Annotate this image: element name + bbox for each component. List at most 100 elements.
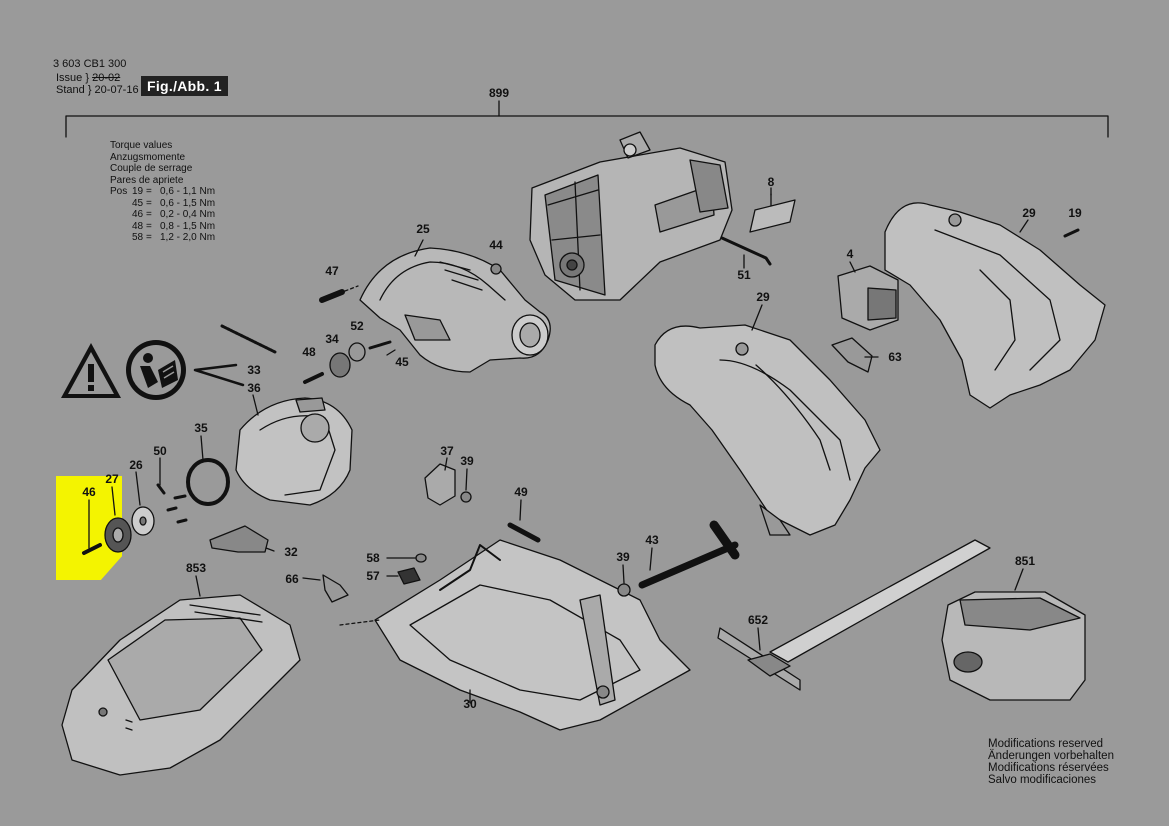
part-29-right-drawing (884, 202, 1106, 409)
torque-value: 0,6 - 1,1 Nm (160, 186, 216, 197)
part-58-drawing (415, 553, 427, 563)
torque-pos: 48 (132, 220, 144, 232)
callout-19: 19 (1068, 206, 1082, 220)
callout-30: 30 (463, 697, 477, 711)
torque-row: 58 = 1,2 - 2,0 Nm (132, 232, 216, 243)
part-57-drawing (397, 567, 421, 585)
callout-37: 37 (440, 444, 454, 458)
part-652-drawing (717, 539, 991, 691)
part-66-drawing (322, 574, 349, 603)
callout-66: 66 (285, 572, 299, 586)
callout-48: 48 (302, 345, 316, 359)
callout-52: 52 (350, 319, 364, 333)
part-50-drawing (156, 483, 166, 495)
callout-45: 45 (395, 355, 409, 369)
callout-8: 8 (767, 175, 775, 189)
part-851-battery-drawing (941, 591, 1086, 701)
part-39b-drawing (617, 583, 631, 597)
callout-44: 44 (489, 238, 503, 252)
torque-title-es: Pares de apriete (110, 174, 184, 186)
torque-pos: 19 (132, 186, 144, 197)
callout-32: 32 (284, 545, 298, 559)
part-8-drawing (749, 199, 796, 233)
torque-row: Pos 19 = 0,6 - 1,1 Nm (110, 186, 216, 197)
issue-value: 20-02 (92, 72, 121, 84)
callout-4: 4 (846, 247, 854, 261)
part-25-drawing (359, 247, 551, 373)
callout-46: 46 (82, 485, 96, 499)
callout-25: 25 (416, 222, 430, 236)
callout-29-right: 29 (1022, 206, 1036, 220)
part-43-drawing (638, 541, 739, 589)
callout-899: 899 (488, 86, 510, 100)
modifications-en: Modifications reserved (988, 738, 1104, 750)
modifications-notice: Modifications reserved Änderungen vorbeh… (988, 738, 1114, 786)
warning-triangle-icon (61, 343, 121, 398)
part-34-drawing (329, 352, 351, 378)
stand-line: Stand } 20-07-16 (56, 84, 139, 96)
read-manual-icon (126, 340, 186, 400)
part-63-drawing (831, 337, 873, 373)
callout-26: 26 (129, 458, 143, 472)
issue-line: Issue } 20-02 (56, 72, 121, 84)
assembly-bracket (65, 115, 1109, 138)
part-number: 3 603 CB1 300 (53, 58, 127, 70)
callout-58: 58 (366, 551, 380, 565)
part-37-drawing (424, 463, 456, 506)
callout-63: 63 (888, 350, 902, 364)
torque-pos: 45 (132, 197, 144, 209)
part-47-drawing (319, 289, 345, 303)
part-32-drawing (209, 525, 269, 553)
torque-row: 48 = 0,8 - 1,5 Nm (132, 220, 216, 232)
callout-34: 34 (325, 332, 339, 346)
callout-652: 652 (747, 613, 769, 627)
stand-label: Stand (56, 84, 85, 96)
figure-label: Fig./Abb. 1 (141, 76, 228, 96)
torque-value: 0,2 - 0,4 Nm (160, 209, 216, 220)
callout-35: 35 (194, 421, 208, 435)
torque-row: 45 = 0,6 - 1,5 Nm (132, 197, 216, 209)
issue-label: Issue (56, 72, 83, 84)
callout-43: 43 (645, 533, 659, 547)
callout-29-center: 29 (756, 290, 770, 304)
torque-title-fr: Couple de serrage (110, 163, 193, 174)
callout-47: 47 (325, 264, 339, 278)
part-49-drawing (507, 522, 541, 543)
part-45-drawing (368, 340, 392, 350)
torque-title-de: Anzugsmomente (110, 151, 186, 163)
torque-value: 1,2 - 2,0 Nm (160, 232, 216, 243)
part-52-drawing (348, 342, 366, 362)
part-33-spring (220, 324, 277, 354)
modifications-de: Änderungen vorbehalten (988, 750, 1114, 762)
part-48-drawing (303, 372, 324, 384)
callout-851: 851 (1014, 554, 1036, 568)
torque-title-en: Torque values (110, 140, 173, 151)
callout-39-upper: 39 (460, 454, 474, 468)
part-36-drawing (235, 397, 353, 506)
part-44-drawing (490, 263, 502, 275)
modifications-fr: Modifications réservées (988, 762, 1109, 774)
torque-row: 46 = 0,2 - 0,4 Nm (132, 209, 216, 220)
torque-table: Torque values Anzugsmomente Couple de se… (110, 140, 215, 244)
motor-drawing (529, 131, 733, 301)
torque-value: 0,8 - 1,5 Nm (160, 220, 216, 232)
callout-39-lower: 39 (616, 550, 630, 564)
callout-57: 57 (366, 569, 380, 583)
torque-pos: 58 (132, 232, 144, 243)
torque-pos: 46 (132, 209, 144, 220)
callout-27: 27 (105, 472, 119, 486)
stand-value: 20-07-16 (94, 84, 139, 96)
torque-value: 0,6 - 1,5 Nm (160, 197, 216, 209)
callout-51: 51 (737, 268, 751, 282)
part-35-drawing (186, 458, 230, 506)
part-39a-drawing (460, 491, 472, 503)
part-30-base-drawing (374, 539, 691, 731)
part-46-drawing (82, 543, 102, 555)
torque-pos-label: Pos (110, 186, 128, 197)
callout-36: 36 (247, 381, 261, 395)
part-29-center-drawing (654, 324, 881, 536)
callout-853: 853 (185, 561, 207, 575)
callout-50: 50 (153, 444, 167, 458)
callout-33: 33 (247, 363, 261, 377)
